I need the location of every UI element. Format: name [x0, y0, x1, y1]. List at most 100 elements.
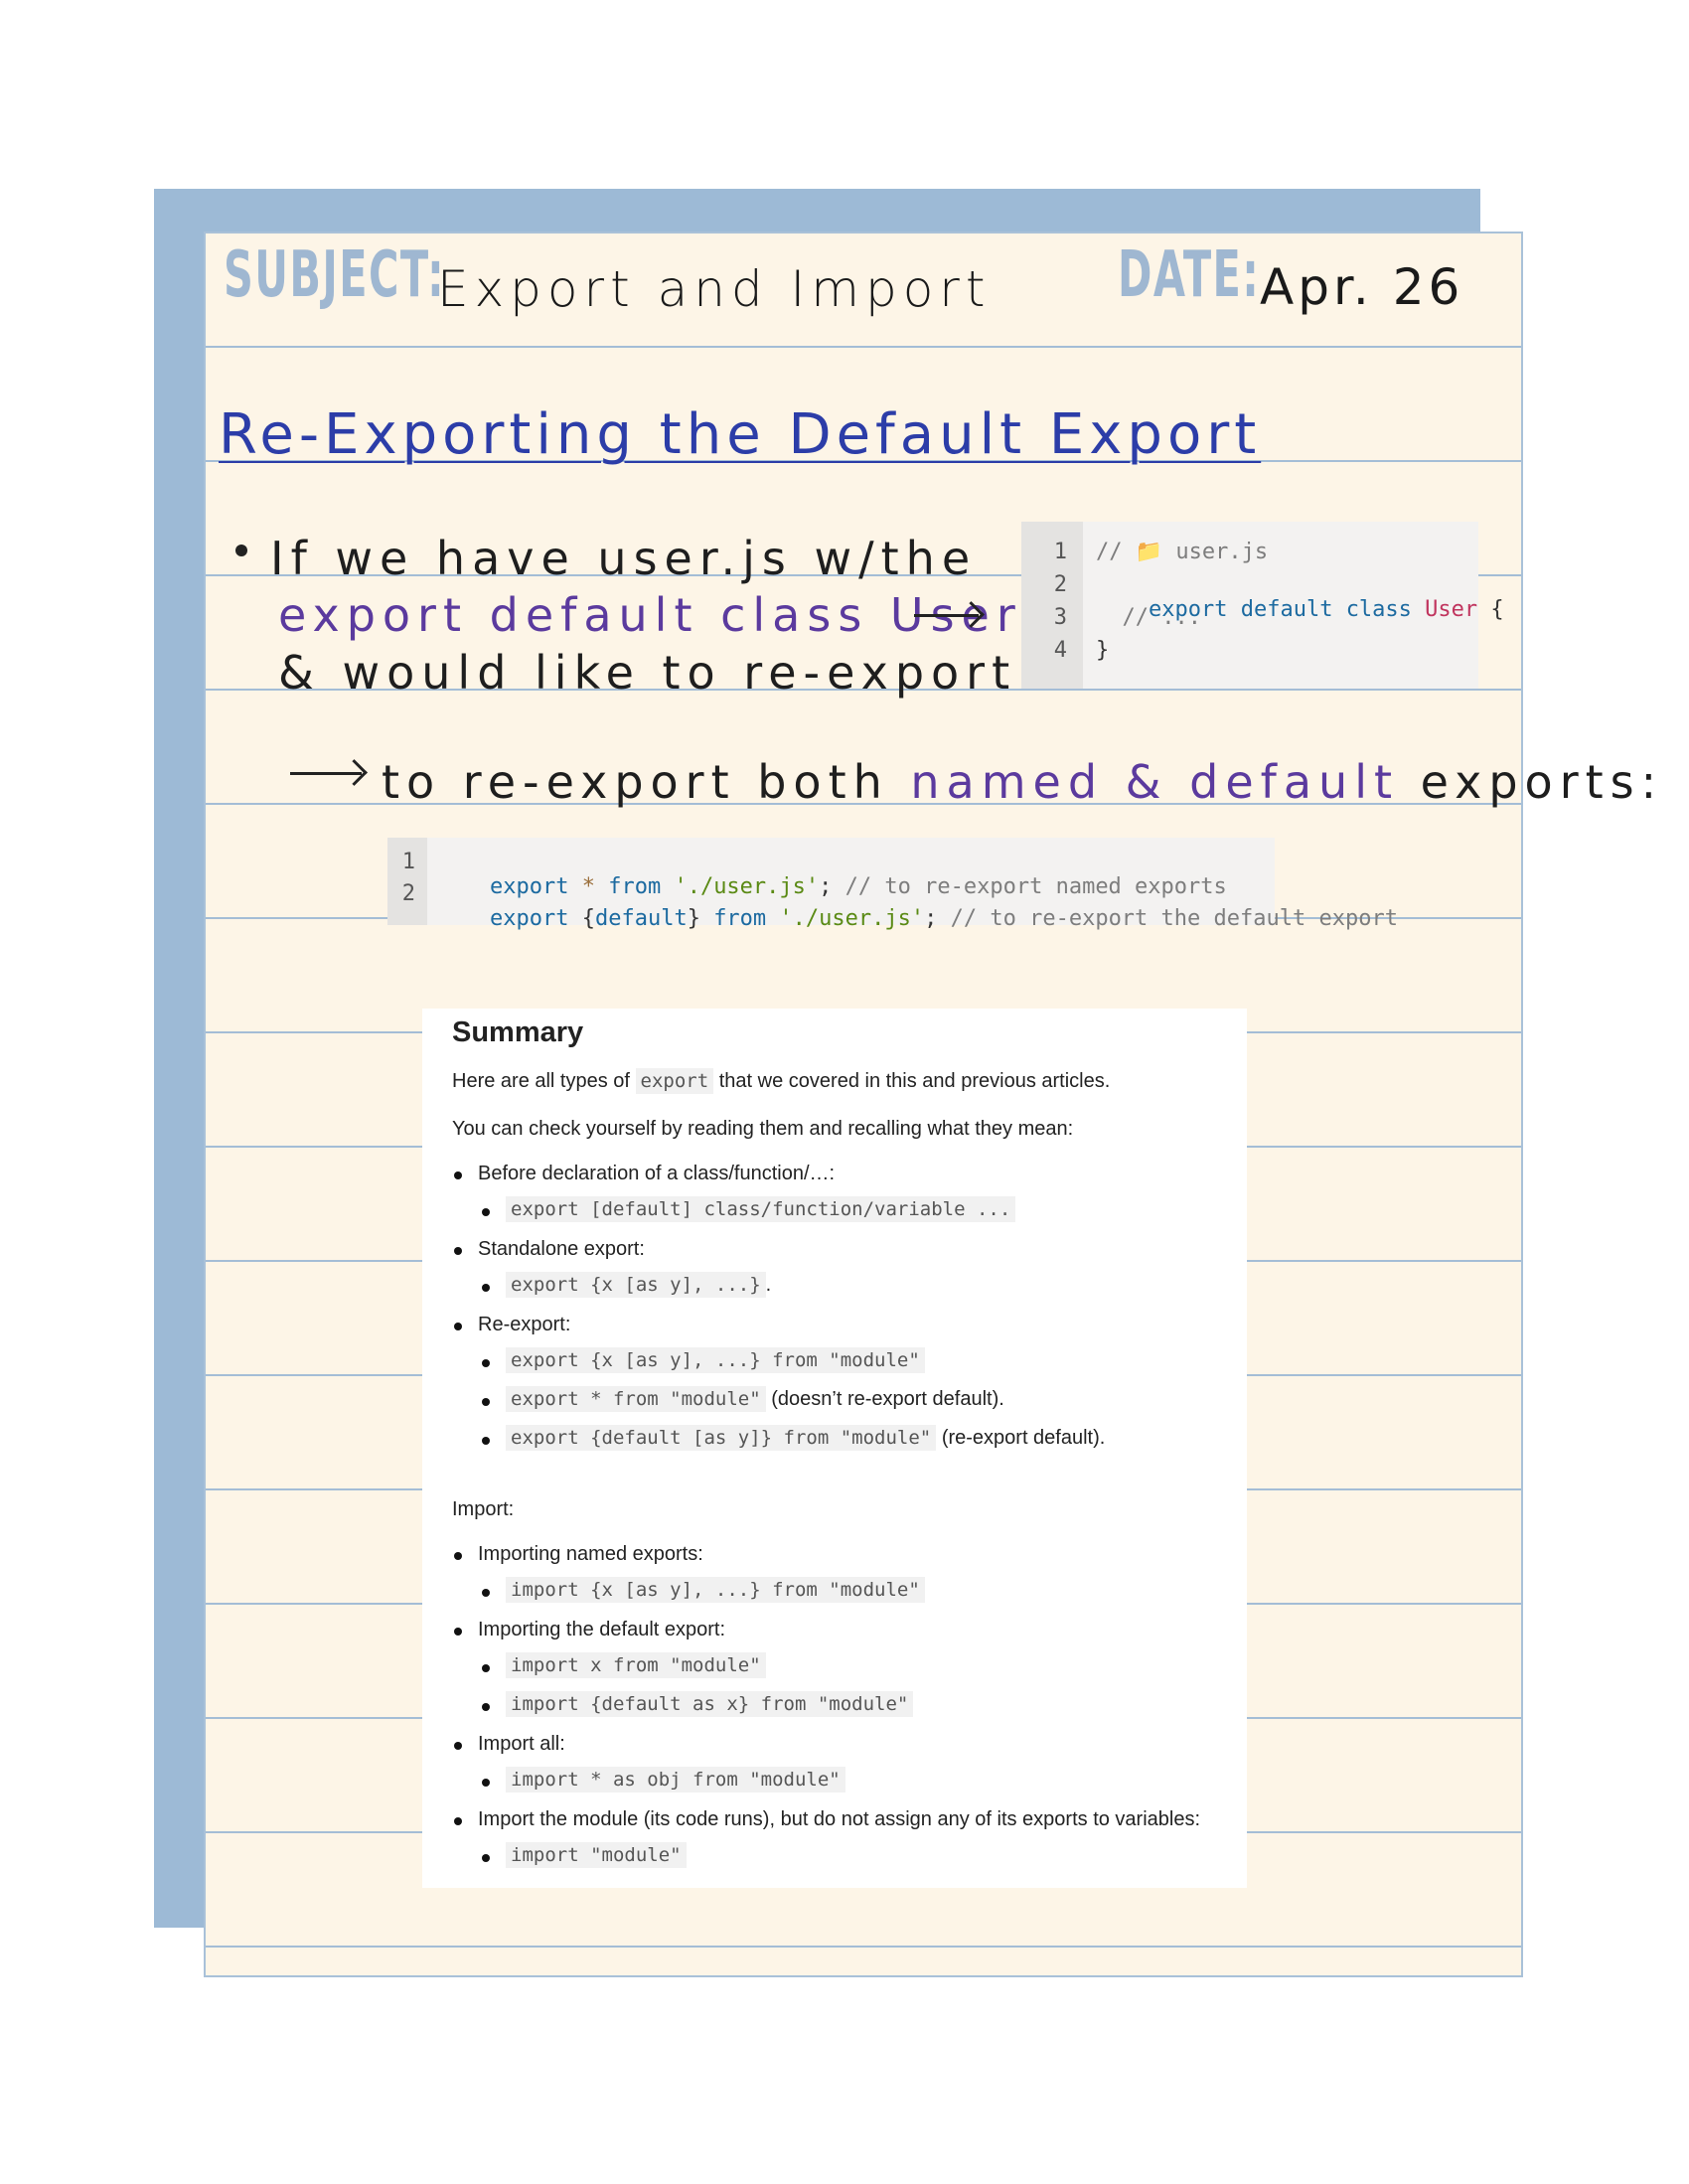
list-item: export [default] class/function/variable… — [506, 1196, 1016, 1222]
code-keyword: default — [594, 906, 688, 931]
import-label: Import: — [452, 1498, 515, 1520]
list-bullet — [454, 1817, 462, 1825]
summary-intro-2: You can check yourself by reading them a… — [452, 1118, 1074, 1140]
list-item: export {x [as y], ...}. — [506, 1272, 772, 1298]
summary-card: Summary Here are all types of export tha… — [422, 1009, 1247, 1888]
item-tail: (re-export default). — [941, 1427, 1106, 1449]
code-snippet: export {default [as y]} from "module" — [506, 1425, 937, 1451]
list-item: Importing the default export: — [478, 1619, 726, 1640]
code-line-2: export default class User { — [1096, 572, 1504, 647]
page-title: Re-Exporting the Default Export — [219, 402, 1262, 467]
line-number: 1 — [401, 850, 415, 874]
code-punct: { — [581, 906, 595, 931]
code-snippet: import {default as x} from "module" — [506, 1691, 914, 1717]
code-snippet: import "module" — [506, 1842, 687, 1868]
code-gutter — [1021, 522, 1083, 689]
code-snippet: import * as obj from "module" — [506, 1767, 845, 1793]
intro-text: Here are all types of — [452, 1070, 630, 1092]
list-item: Importing named exports: — [478, 1543, 703, 1565]
intro-text: that we covered in this and previous art… — [718, 1070, 1111, 1092]
code-operator: * — [581, 874, 595, 899]
note-line-4-b: named & default — [910, 755, 1400, 809]
code-line-4: } — [1096, 638, 1110, 663]
bullet-dot — [235, 545, 247, 556]
code-snippet: export [default] class/function/variable… — [506, 1196, 1016, 1222]
list-bullet — [482, 1208, 490, 1216]
list-item: import {x [as y], ...} from "module" — [506, 1577, 925, 1603]
list-item: Import the module (its code runs), but d… — [478, 1808, 1201, 1830]
date-text: Apr. 26 — [1260, 258, 1464, 316]
code-keyword: export — [489, 906, 569, 931]
code-string: './user.js' — [779, 906, 925, 931]
code-line-1: export * from './user.js'; // to re-expo… — [437, 850, 1227, 924]
line-number: 2 — [401, 881, 415, 906]
list-item: import "module" — [506, 1842, 687, 1868]
code-punct: { — [1490, 597, 1504, 622]
list-bullet — [482, 1398, 490, 1406]
code-snippet: import {x [as y], ...} from "module" — [506, 1577, 925, 1603]
code-gutter — [387, 838, 427, 925]
date-label: DATE: — [1118, 238, 1261, 312]
code-keyword: from — [713, 906, 767, 931]
list-item: import {default as x} from "module" — [506, 1691, 914, 1717]
code-string: './user.js' — [674, 874, 820, 899]
code-comment: // to re-export named exports — [844, 874, 1227, 899]
list-item: Before declaration of a class/function/…… — [478, 1163, 836, 1184]
note-line-4: to re-export both named & default export… — [382, 755, 1663, 809]
list-item: export {default [as y]} from "module" (r… — [506, 1425, 1106, 1451]
intro-code: export — [635, 1068, 714, 1094]
code-line-1: // 📁 user.js — [1096, 540, 1269, 564]
list-bullet — [454, 1552, 462, 1560]
item-tail: (doesn’t re-export default). — [771, 1388, 1004, 1410]
code-keyword: default — [1240, 597, 1333, 622]
code-keyword: export — [1148, 597, 1228, 622]
list-bullet — [482, 1854, 490, 1862]
list-item: Import all: — [478, 1733, 565, 1755]
arrow-right-1 — [914, 614, 979, 617]
list-item: export * from "module" (doesn’t re-expor… — [506, 1386, 1004, 1412]
line-number: 3 — [1053, 605, 1067, 630]
list-bullet — [482, 1703, 490, 1711]
code-keyword: export — [489, 874, 569, 899]
list-bullet — [482, 1779, 490, 1787]
list-bullet — [454, 1247, 462, 1255]
code-snippet: export * from "module" — [506, 1386, 766, 1412]
note-line-2: export default class User — [278, 588, 1022, 642]
item-tail: . — [765, 1274, 772, 1296]
code-keyword: class — [1345, 597, 1412, 622]
summary-intro: Here are all types of export that we cov… — [452, 1068, 1111, 1094]
note-line-4-c: exports: — [1420, 755, 1664, 809]
code-snippet: export {x [as y], ...} — [506, 1272, 766, 1298]
subject-text: Export and Import — [437, 260, 992, 318]
arrow-right-2 — [290, 772, 362, 775]
code-snippet: export {x [as y], ...} from "module" — [506, 1347, 925, 1373]
line-number: 4 — [1053, 638, 1067, 663]
list-item: export {x [as y], ...} from "module" — [506, 1347, 925, 1373]
code-block-user-js: 1 2 3 4 // 📁 user.js export default clas… — [1021, 522, 1504, 689]
subject-label: SUBJECT: — [224, 238, 446, 312]
list-bullet — [482, 1437, 490, 1445]
code-class-name: User — [1425, 597, 1478, 622]
list-bullet — [482, 1284, 490, 1292]
code-snippet: import x from "module" — [506, 1652, 766, 1678]
list-bullet — [482, 1664, 490, 1672]
code-comment: // to re-export the default export — [950, 906, 1398, 931]
list-bullet — [482, 1589, 490, 1597]
list-bullet — [482, 1359, 490, 1367]
summary-heading: Summary — [452, 1016, 584, 1048]
code-line-3: // ... — [1096, 605, 1201, 630]
list-bullet — [454, 1323, 462, 1330]
note-line-3: & would like to re-export it — [278, 646, 1083, 700]
list-bullet — [454, 1742, 462, 1750]
list-bullet — [454, 1628, 462, 1636]
code-punct: } — [687, 906, 700, 931]
line-number: 2 — [1053, 572, 1067, 597]
list-item: Standalone export: — [478, 1238, 645, 1260]
code-line-2: export {default} from './user.js'; // to… — [437, 881, 1398, 956]
note-line-4-a: to re-export both — [382, 755, 889, 809]
line-number: 1 — [1053, 540, 1067, 564]
note-line-1: If we have user.js w/the — [270, 532, 978, 585]
code-block-reexport: 1 2 export * from './user.js'; // to re-… — [387, 838, 1398, 931]
code-keyword: from — [608, 874, 662, 899]
code-punct: ; — [819, 874, 833, 899]
